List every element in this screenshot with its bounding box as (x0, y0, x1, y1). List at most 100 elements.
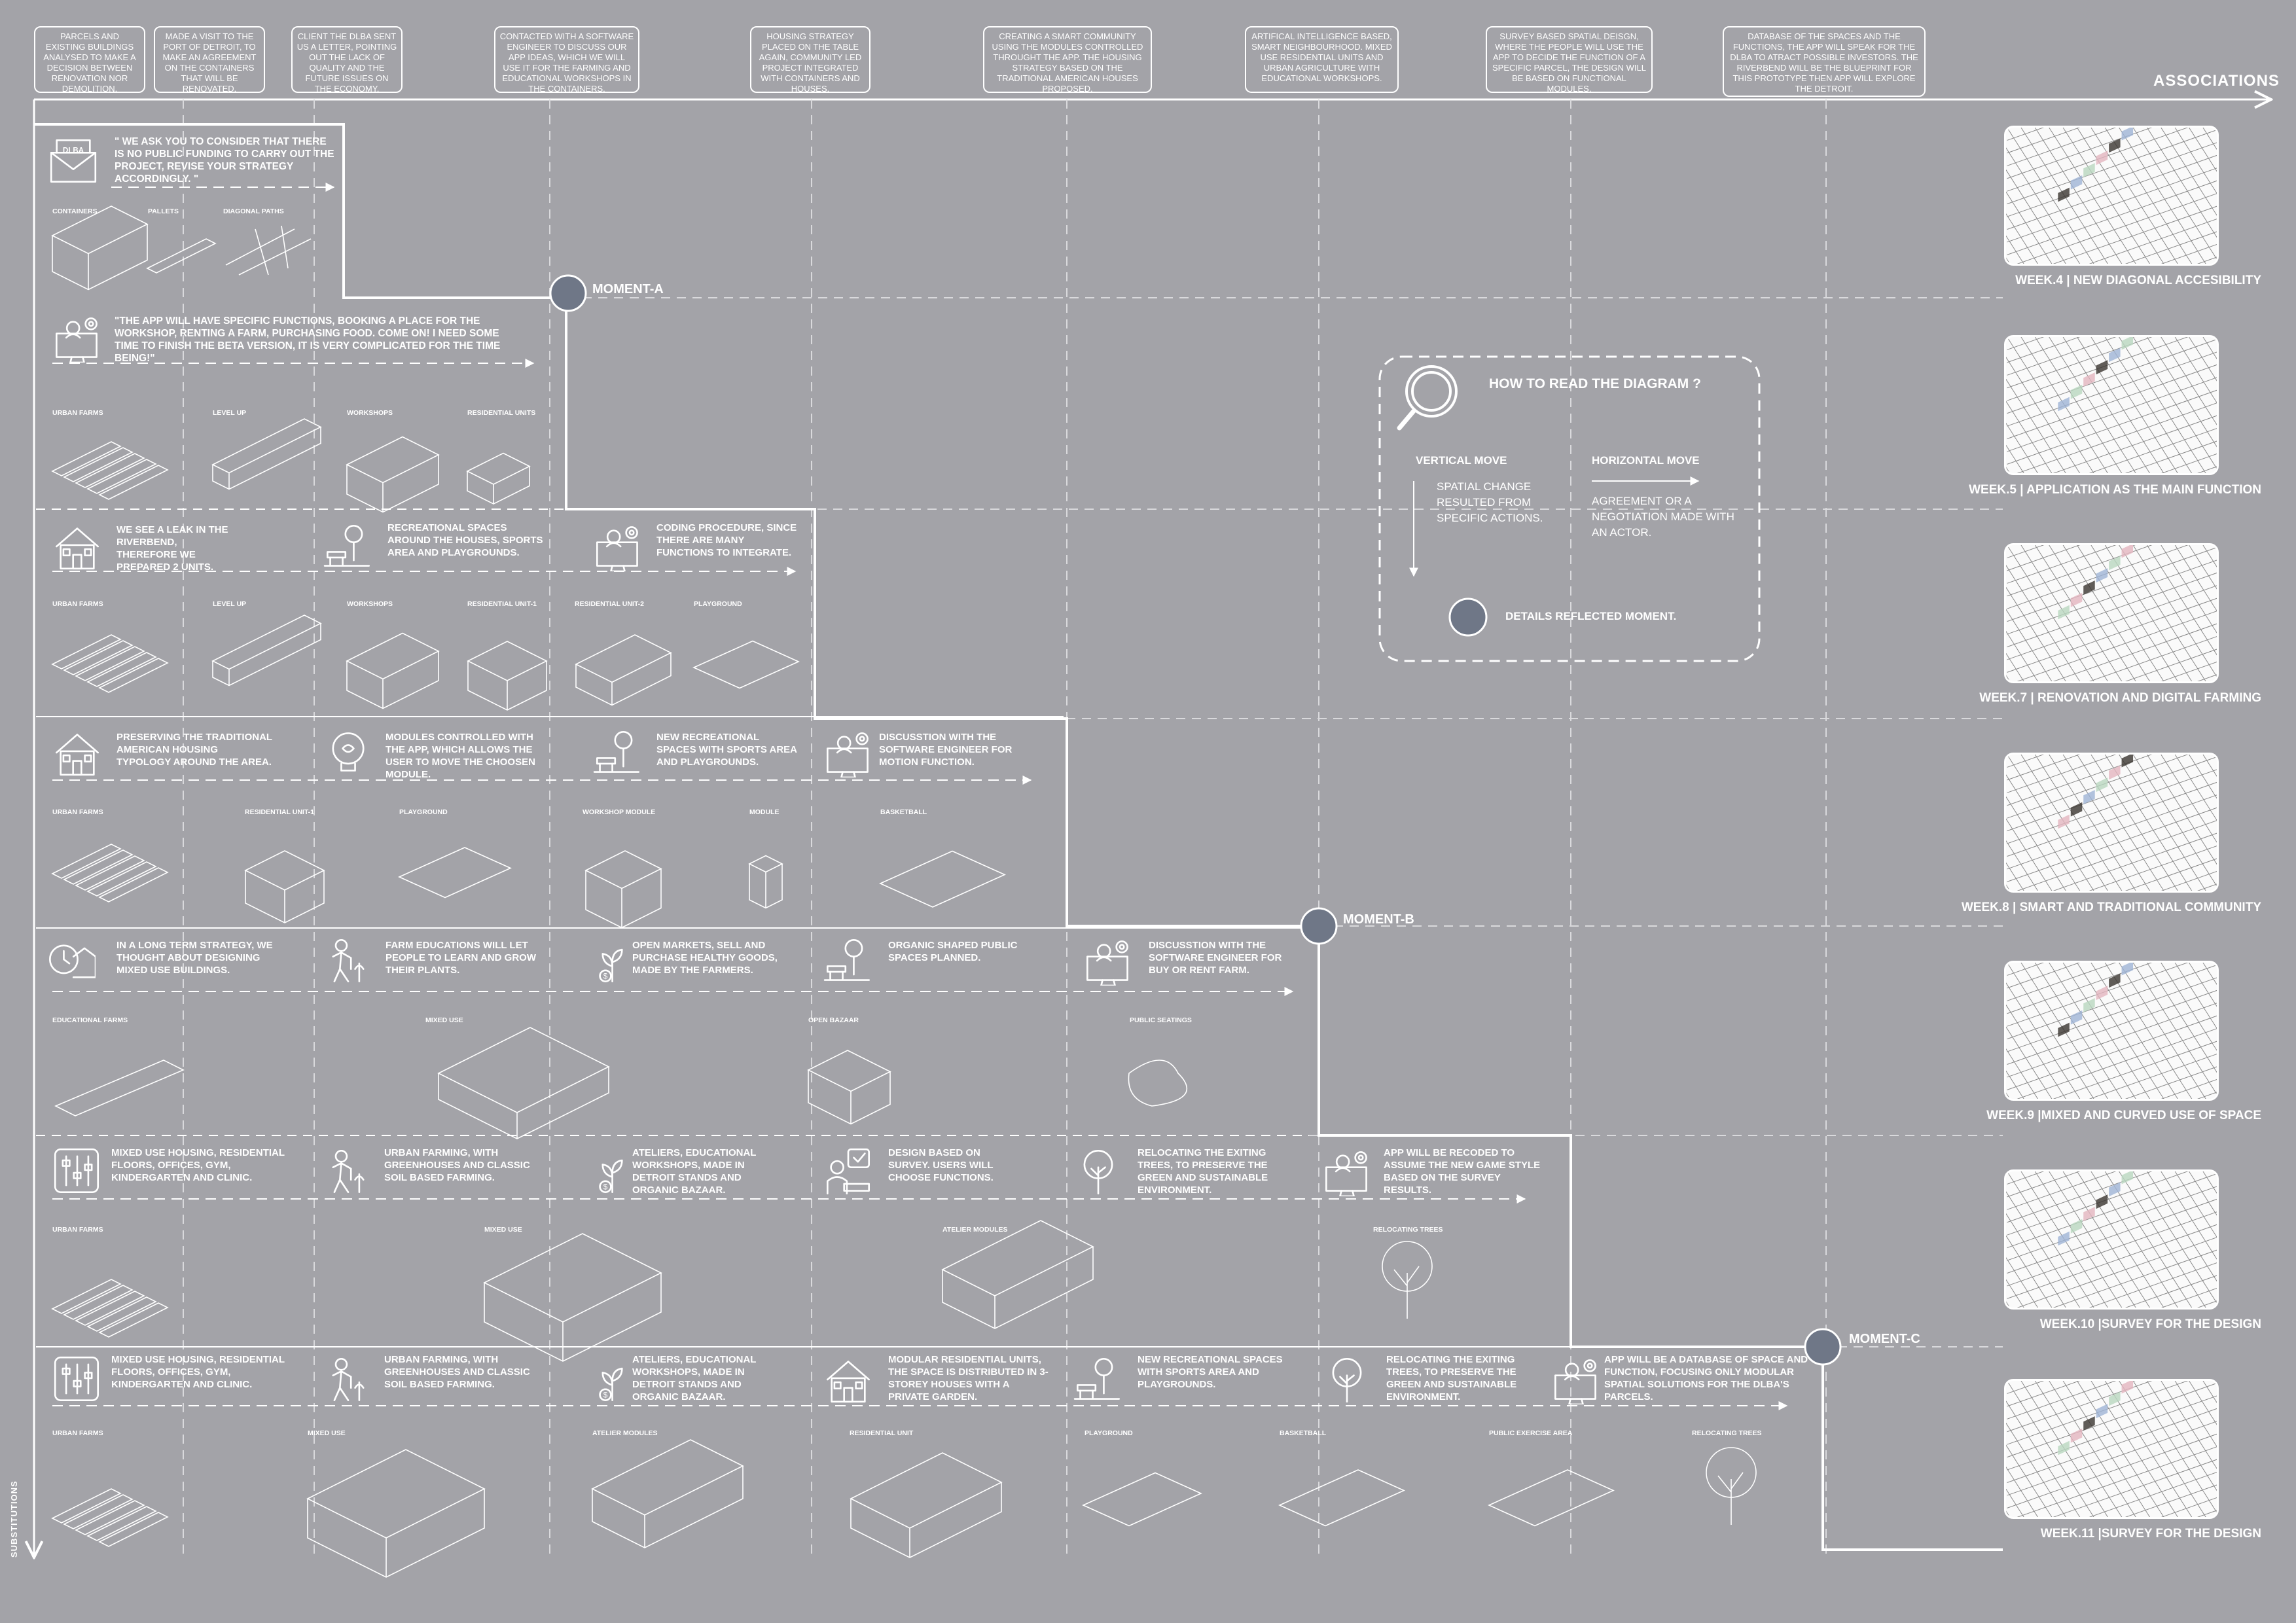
row-6-label-2: MIXED USE (484, 1226, 522, 1234)
row-7-note-6: RELOCATING THE EXITING TREES, TO PRESERV… (1386, 1354, 1517, 1402)
urban-farms-drawing-2 (51, 441, 169, 500)
farmer-icon (323, 1147, 373, 1200)
row-7-label-2: MIXED USE (308, 1429, 346, 1437)
diagonal-paths-drawing (225, 225, 312, 276)
week-label-5: WEEK.9 |MIXED AND CURVED USE OF SPACE (1986, 1109, 2261, 1122)
top-note-8: SURVEY BASED SPATIAL DEISGN, WHERE THE P… (1486, 26, 1653, 94)
top-note-4: CONTACTED WITH A SOFTWARE ENGINEER TO DI… (494, 26, 639, 94)
row-7-label-3: ATELIER MODULES (592, 1429, 658, 1437)
basketball-drawing-7 (1278, 1469, 1405, 1527)
row-7-label-5: PLAYGROUND (1085, 1429, 1133, 1437)
week-label-1: WEEK.4 | NEW DIAGONAL ACCESIBILITY (2015, 274, 2261, 287)
row-7-note-5: NEW RECREATIONAL SPACES WITH SPORTS AREA… (1138, 1354, 1283, 1390)
legend-title: HOW TO READ THE DIAGRAM ? (1489, 376, 1701, 391)
survey-person-icon (823, 1147, 873, 1200)
row-dashed-dividers (36, 508, 1309, 1136)
associations-label: ASSOCIATIONS (2153, 72, 2280, 90)
farmer-icon (323, 936, 373, 989)
row-5-note-1: IN A LONG TERM STRATEGY, WE THOUGHT ABOU… (117, 940, 273, 976)
week-label-7: WEEK.11 |SURVEY FOR THE DESIGN (2040, 1527, 2261, 1541)
clock-house-icon (46, 936, 97, 989)
residential-unit-1-drawing-4 (244, 850, 325, 923)
workshops-drawing-2 (346, 436, 440, 513)
engineer-computer-icon (593, 522, 643, 575)
row-2-label-2: LEVEL UP (213, 409, 247, 417)
row-7-label-7: PUBLIC EXERCISE AREA (1489, 1429, 1573, 1437)
pallets-drawing (146, 238, 217, 274)
row-3-label-1: URBAN FARMS (52, 600, 103, 608)
legend-vertical-title: VERTICAL MOVE (1416, 454, 1507, 467)
residential-unit-1-drawing-3 (467, 641, 548, 711)
legend-vertical-text: SPATIAL CHANGE RESULTED FROM SPECIFIC AC… (1437, 480, 1543, 524)
row-2-label-3: WORKSHOPS (347, 409, 393, 417)
tree-bench-icon (323, 522, 373, 575)
staircase-line (34, 123, 2003, 1551)
row-7-note-3: ATELIERS, EDUCATIONAL WORKSHOPS, MADE IN… (632, 1354, 757, 1402)
urban-farms-drawing-6 (51, 1279, 169, 1338)
row-1-label-1: CONTAINERS (52, 207, 98, 215)
mixed-use-drawing-6 (483, 1233, 662, 1362)
legend-horizontal-text: AGREEMENT OR A NEGOTIATION MADE WITH AN … (1592, 495, 1734, 539)
row-1-label-3: DIAGONAL PATHS (223, 207, 284, 215)
row-6-label-4: RELOCATING TREES (1373, 1226, 1443, 1234)
house-icon (52, 522, 102, 575)
week-map-6 (2004, 1169, 2219, 1310)
row-6-note-2: URBAN FARMING, WITH GREENHOUSES AND CLAS… (384, 1147, 530, 1183)
week-label-6: WEEK.10 |SURVEY FOR THE DESIGN (2039, 1317, 2261, 1331)
map-drawing (2006, 1381, 2217, 1517)
row-4-label-3: PLAYGROUND (399, 808, 448, 816)
row-7-note-2: URBAN FARMING, WITH GREENHOUSES AND CLAS… (384, 1354, 530, 1390)
legend-box (1378, 355, 1761, 662)
tree-bench-icon (823, 936, 873, 989)
row-3-label-5: RESIDENTIAL UNIT-2 (575, 600, 644, 608)
container-drawing (51, 205, 149, 291)
week-label-3: WEEK.7 | RENOVATION AND DIGITAL FARMING (1979, 691, 2261, 705)
row-4-label-4: WORKSHOP MODULE (583, 808, 656, 816)
sliders-icon (52, 1147, 102, 1200)
row-6-label-1: URBAN FARMS (52, 1226, 103, 1234)
playground-drawing-3 (692, 640, 800, 689)
row-3-note-1: WE SEE A LEAK IN THE RIVERBEND, THEREFOR… (117, 524, 228, 573)
row-7-label-4: RESIDENTIAL UNIT (850, 1429, 914, 1437)
tree-icon (1322, 1355, 1372, 1408)
playground-drawing-7 (1082, 1472, 1202, 1527)
row-2-label-4: RESIDENTIAL UNITS (467, 409, 536, 417)
row-4-label-5: MODULE (749, 808, 780, 816)
row-7-label-1: URBAN FARMS (52, 1429, 103, 1437)
row-3-label-3: WORKSHOPS (347, 600, 393, 608)
row-5-note-5: DISCUSSTION WITH THE SOFTWARE ENGINEER F… (1149, 940, 1282, 976)
column-dashed-lines (183, 99, 1827, 1558)
top-note-2: MADE A VISIT TO THE PORT OF DETROIT, TO … (154, 26, 265, 94)
row-5-note-4: ORGANIC SHAPED PUBLIC SPACES PLANNED. (888, 940, 1018, 963)
row-5-label-2: MIXED USE (425, 1016, 463, 1024)
tree-bench-icon (1073, 1355, 1123, 1408)
house-icon (52, 728, 102, 781)
row-7-note-4: MODULAR RESIDENTIAL UNITS, THE SPACE IS … (888, 1354, 1049, 1402)
urban-farms-drawing-4 (51, 844, 169, 902)
legend-dot (1448, 597, 1488, 637)
row-3-label-6: PLAYGROUND (694, 600, 742, 608)
tree-icon (1073, 1147, 1123, 1200)
engineer-computer-icon (52, 313, 102, 366)
public-exercise-area-drawing-7 (1488, 1469, 1615, 1527)
row-6-note-5: RELOCATING THE EXITING TREES, TO PRESERV… (1138, 1147, 1268, 1196)
row-3-note-2: RECREATIONAL SPACES AROUND THE HOUSES, S… (387, 522, 543, 558)
week-map-2 (2004, 335, 2219, 475)
row-6-note-3: ATELIERS, EDUCATIONAL WORKSHOPS, MADE IN… (632, 1147, 757, 1196)
row-7-note-1: MIXED USE HOUSING, RESIDENTIAL FLOORS, O… (111, 1354, 285, 1390)
workshop-module-drawing-4 (584, 850, 662, 929)
map-drawing (2006, 545, 2217, 681)
row-4-note-2: MODULES CONTROLLED WITH THE APP, WHICH A… (386, 732, 535, 780)
week-label-4: WEEK.8 | SMART AND TRADITIONAL COMMUNITY (1961, 901, 2261, 914)
residential-units-drawing-2 (466, 452, 531, 505)
moment-c-label: MOMENT-C (1849, 1332, 1920, 1346)
row-1-label-2: PALLETS (148, 207, 179, 215)
engineer-computer-icon (1083, 936, 1133, 989)
row-5-label-1: EDUCATIONAL FARMS (52, 1016, 128, 1024)
map-drawing (2006, 128, 2217, 264)
mixed-use-drawing-7 (306, 1449, 486, 1578)
week-map-7 (2004, 1379, 2219, 1519)
envelope-icon: DLBA (48, 136, 98, 189)
row-6-note-1: MIXED USE HOUSING, RESIDENTIAL FLOORS, O… (111, 1147, 285, 1183)
row-4-note-4: DISCUSSTION WITH THE SOFTWARE ENGINEER F… (879, 732, 1013, 768)
